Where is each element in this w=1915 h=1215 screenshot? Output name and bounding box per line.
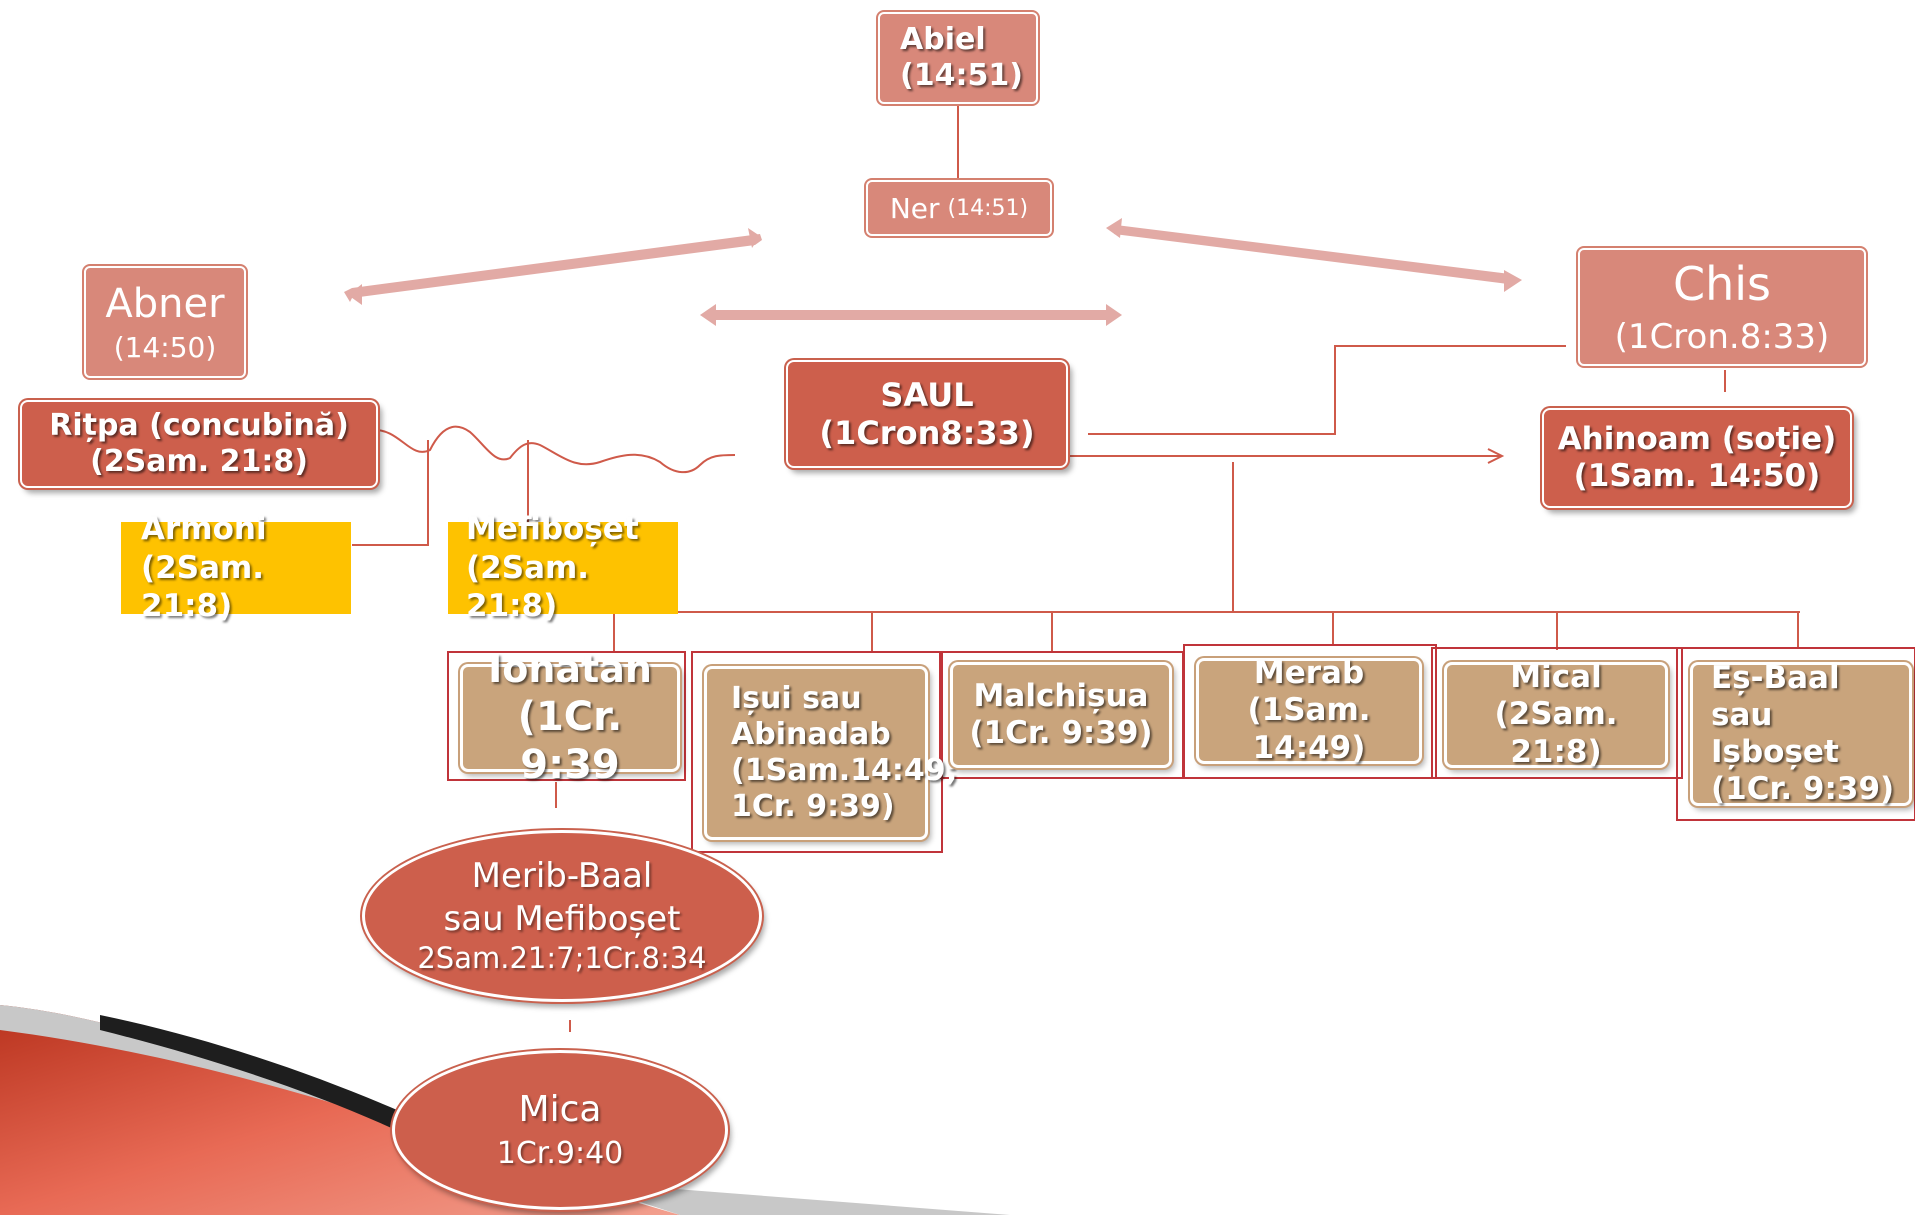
chis-ref: (1Cron.8:33) [1614,317,1830,358]
chis-name: Chis [1672,257,1772,311]
isui-name-2: Abinadab [731,717,891,752]
isui-name-1: Ișui sau [731,681,862,716]
merab-ref: (1Sam. 14:49) [1247,692,1371,766]
node-saul: SAUL (1Cron8:33) [786,360,1068,468]
merib-baal-ref: 2Sam.21:7;1Cr.8:34 [417,941,707,976]
merab-name: Merab [1253,655,1365,692]
armoni-name: Armoni [141,510,267,547]
isui-ref-2: 1Cr. 9:39) [731,789,895,824]
merib-baal-alt: sau Mefiboșet [443,898,681,939]
abner-name: Abner [105,280,225,327]
ionatan-ref: (1Cr. 9:39 [517,693,623,788]
malchisua-name: Malchișua [973,677,1149,714]
node-ner: Ner (14:51) [866,180,1052,236]
ner-name: Ner [889,191,940,225]
node-ionatan: Ionatan (1Cr. 9:39 [460,647,680,788]
mica-name: Mica [518,1089,602,1131]
isui-ref-1: (1Sam.14:49; [731,753,958,788]
node-merab: Merab (1Sam. 14:49) [1196,655,1422,766]
selection-frames [447,644,1915,853]
saul-ref: (1Cron8:33) [819,414,1035,452]
node-abiel: Abiel (14:51) [878,12,1038,104]
abiel-name: Abiel [900,22,986,57]
connector-lines [352,105,1800,1032]
node-malchisua: Malchișua (1Cr. 9:39) [950,662,1172,768]
mica-ref: 1Cr.9:40 [496,1135,624,1171]
node-mica: Mica 1Cr.9:40 [392,1050,728,1210]
ritpa-name: Rițpa (concubină) [49,408,349,443]
ionatan-name: Ionatan [488,647,652,692]
saul-name: SAUL [880,375,974,414]
armoni-ref: (2Sam. 21:8) [141,549,265,625]
mefiboset-ref: (2Sam. 21:8) [466,549,590,625]
node-isui: Ișui sau Abinadab (1Sam.14:49; 1Cr. 9:39… [704,666,958,840]
ner-ref: (14:51) [947,195,1029,221]
malchisua-ref: (1Cr. 9:39) [969,715,1153,751]
node-ahinoam: Ahinoam (soție) (1Sam. 14:50) [1542,408,1852,508]
node-esbaal: Eș-Baal sau Ișboșet (1Cr. 9:39) [1690,659,1912,808]
mical-name: Mical [1510,659,1602,696]
node-ritpa: Rițpa (concubină) (2Sam. 21:8) [20,400,378,488]
arrows [344,218,1522,326]
ahinoam-name: Ahinoam (soție) [1557,420,1837,457]
abner-ref: (14:50) [113,330,217,364]
mical-ref: (2Sam. 21:8) [1494,696,1618,770]
node-chis: Chis (1Cron.8:33) [1578,248,1866,366]
merib-baal-name: Merib-Baal [471,856,653,897]
node-armoni: Armoni (2Sam. 21:8) [121,511,351,624]
ahinoam-ref: (1Sam. 14:50) [1573,458,1821,494]
node-abner: Abner (14:50) [84,266,246,378]
node-merib-baal: Merib-Baal sau Mefiboșet 2Sam.21:7;1Cr.8… [362,830,762,1002]
mefiboset-name: Mefiboșet [466,510,639,547]
node-mical: Mical (2Sam. 21:8) [1444,659,1668,770]
esbaal-name-1: Eș-Baal sau [1711,659,1840,733]
esbaal-ref: (1Cr. 9:39) [1711,771,1895,808]
node-mefiboset: Mefiboșet (2Sam. 21:8) [448,511,678,624]
ritpa-ref: (2Sam. 21:8) [90,444,308,479]
abiel-ref: (14:51) [900,58,1023,93]
esbaal-name-2: Ișboșet [1711,734,1839,770]
